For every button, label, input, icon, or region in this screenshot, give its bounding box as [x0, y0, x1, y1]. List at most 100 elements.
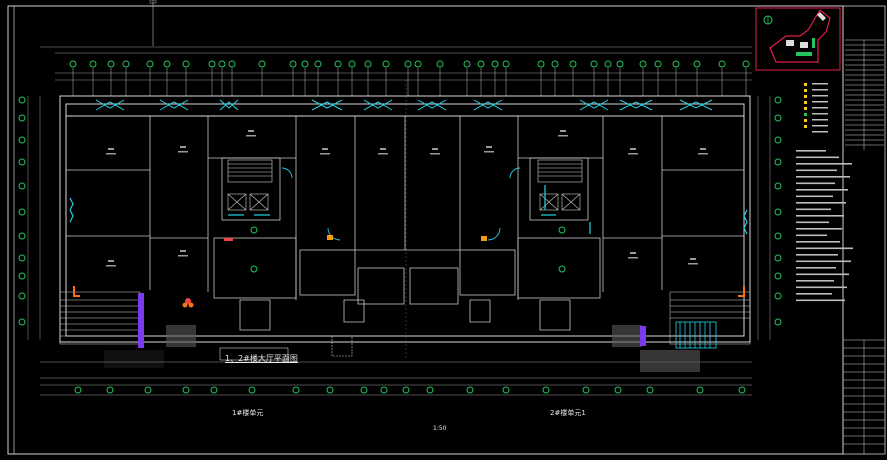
- room-tag: [432, 148, 438, 150]
- room-tag: [106, 265, 116, 267]
- axis-bubble: [18, 158, 26, 166]
- legend-text: [812, 101, 828, 103]
- scale-label: 1:50: [433, 425, 447, 432]
- axis-bubble: [551, 60, 559, 68]
- axis-bubble: [542, 386, 550, 394]
- axis-bubble: [348, 60, 356, 68]
- axis-bubble: [18, 292, 26, 300]
- legend-text: [812, 95, 828, 97]
- window-mark: [579, 99, 609, 111]
- window-mark: [219, 99, 239, 111]
- axis-bubble: [436, 60, 444, 68]
- axis-bubble: [718, 60, 726, 68]
- axis-bubble: [292, 386, 300, 394]
- room-tag: [180, 146, 186, 148]
- note-line: [796, 189, 848, 191]
- axis-bubble: [380, 386, 388, 394]
- axis-bubble: [18, 232, 26, 240]
- window-mark: [311, 99, 343, 111]
- room-tag: [486, 146, 492, 148]
- ramp-cyan: [675, 321, 717, 349]
- axis-bubble: [774, 292, 782, 300]
- legend-text: [812, 113, 828, 115]
- axis-bubble: [106, 386, 114, 394]
- room-tag: [560, 130, 566, 132]
- axis-bubble: [89, 60, 97, 68]
- room-tag: [108, 148, 114, 150]
- room-tag: [690, 258, 696, 260]
- axis-bubble: [582, 386, 590, 394]
- axis-bubble: [146, 60, 154, 68]
- key-plan: [755, 7, 841, 71]
- window-mark: [417, 99, 447, 111]
- room-tag: [246, 135, 256, 137]
- room-tag: [106, 153, 116, 155]
- room-tag: [108, 260, 114, 262]
- note-line: [796, 169, 837, 172]
- note-line: [796, 150, 826, 152]
- axis-bubble: [360, 386, 368, 394]
- axis-bubble: [326, 386, 334, 394]
- axis-bubble: [107, 60, 115, 68]
- axis-bubble: [742, 60, 750, 68]
- axis-bubble: [672, 60, 680, 68]
- axis-bubble: [182, 386, 190, 394]
- axis-bubble: [463, 60, 471, 68]
- legend-text: [812, 119, 828, 121]
- axis-bubble: [590, 60, 598, 68]
- axis-bubble: [314, 60, 322, 68]
- axis-bubble: [18, 208, 26, 216]
- note-line: [796, 163, 852, 165]
- axis-bubble: [616, 60, 624, 68]
- axis-bubble: [208, 60, 216, 68]
- window-mark: [679, 99, 713, 111]
- accent-markers: [73, 235, 745, 308]
- axis-bubble: [738, 386, 746, 394]
- note-line: [796, 176, 850, 178]
- door-arcs: [281, 167, 521, 241]
- room-tag: [430, 153, 440, 155]
- stair-core-right: [537, 159, 583, 211]
- axis-bubble: [696, 386, 704, 394]
- room-tag: [558, 135, 568, 137]
- window-mark: [363, 99, 393, 111]
- axis-bubble: [248, 386, 256, 394]
- window-mark: [473, 99, 503, 111]
- axis-bubble: [218, 60, 226, 68]
- axis-bubble: [646, 386, 654, 394]
- axis-bubble: [502, 60, 510, 68]
- axis-bubble: [774, 182, 782, 190]
- legend-text: [812, 89, 828, 91]
- axis-bubble: [774, 232, 782, 240]
- axis-bubble: [569, 60, 577, 68]
- axis-bubble: [774, 136, 782, 144]
- stair-core-left: [227, 159, 273, 211]
- note-line: [796, 208, 831, 211]
- axis-bubble: [414, 60, 422, 68]
- axis-bubble: [18, 136, 26, 144]
- top-dimensions: [40, 46, 752, 81]
- room-tag: [178, 151, 188, 153]
- purple-columns: [138, 293, 646, 348]
- note-line: [796, 182, 835, 185]
- axis-bubble: [774, 158, 782, 166]
- note-line: [796, 299, 845, 302]
- axis-bubble: [122, 60, 130, 68]
- axis-bubble: [228, 60, 236, 68]
- room-tag: [322, 148, 328, 150]
- window-mark: [159, 99, 189, 111]
- fixture-symbols: [250, 226, 566, 273]
- axis-bubble: [301, 60, 309, 68]
- note-line: [796, 195, 833, 198]
- axis-bubble: [774, 272, 782, 280]
- note-line: [796, 156, 839, 159]
- right-unit-title: 2#楼单元1: [550, 409, 586, 417]
- axis-bubble: [774, 114, 782, 122]
- axis-bubble: [402, 386, 410, 394]
- axis-bubble: [18, 318, 26, 326]
- axis-bubble: [774, 318, 782, 326]
- bottom-dimensions: [40, 361, 752, 396]
- main-title: 1、2#楼大厅平面图: [225, 354, 298, 363]
- legend-text: [812, 83, 828, 85]
